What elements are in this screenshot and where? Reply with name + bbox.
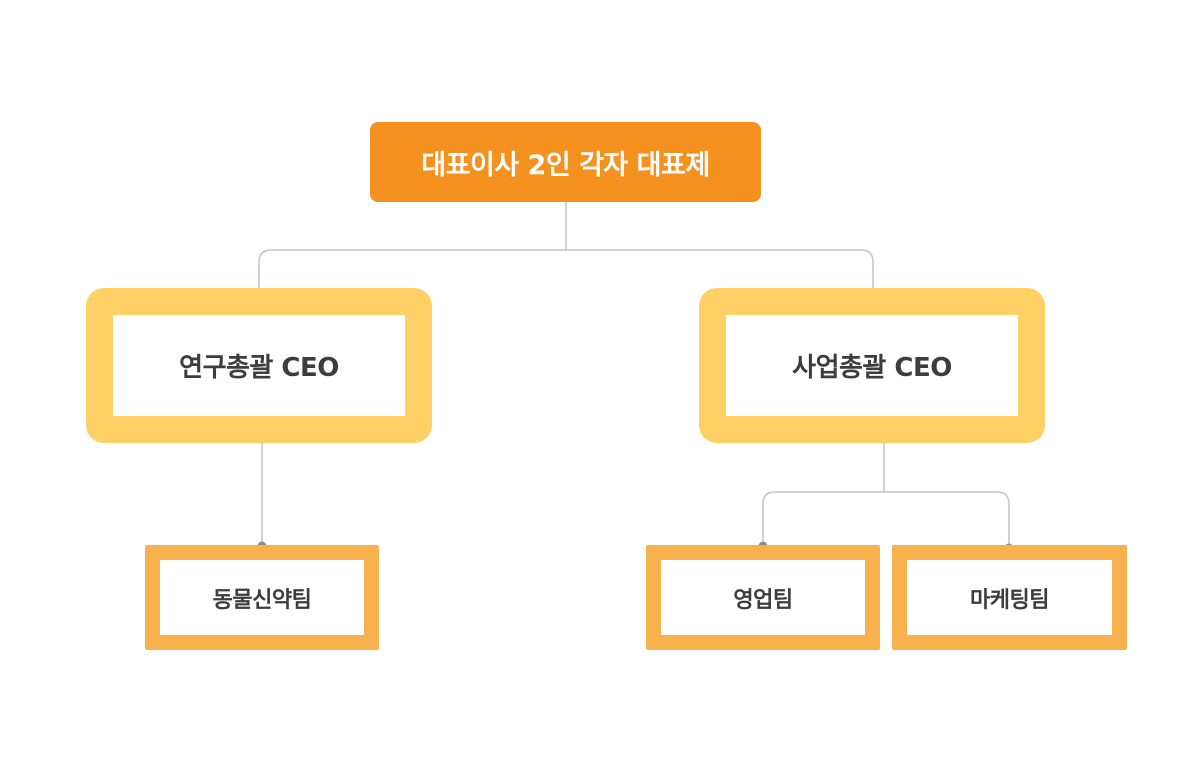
business-ceo-node: 사업총괄 CEO bbox=[699, 288, 1045, 443]
animal-drug-team-node: 동물신약팀 bbox=[145, 545, 379, 650]
marketing-team-node: 마케팅팀 bbox=[892, 545, 1127, 650]
root-node-label: 대표이사 2인 각자 대표제 bbox=[421, 149, 710, 181]
sales-team-node: 영업팀 bbox=[646, 545, 880, 650]
connector-root-to-ceos bbox=[258, 202, 874, 315]
research-ceo-node: 연구총괄 CEO bbox=[86, 288, 432, 443]
research-ceo-label: 연구총괄 CEO bbox=[179, 353, 339, 383]
root-node: 대표이사 2인 각자 대표제 bbox=[370, 122, 761, 202]
sales-team-label: 영업팀 bbox=[733, 587, 793, 613]
marketing-team-label: 마케팅팀 bbox=[970, 587, 1049, 613]
connector-business-ceo-to-teams bbox=[762, 443, 1010, 548]
business-ceo-label: 사업총괄 CEO bbox=[792, 353, 952, 383]
animal-drug-team-label: 동물신약팀 bbox=[212, 587, 312, 613]
